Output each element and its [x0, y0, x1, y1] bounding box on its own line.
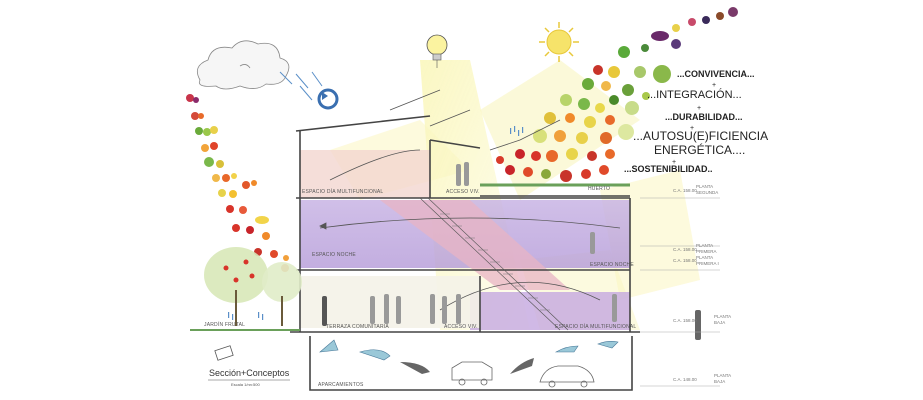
label-upper-garden: HUERTO [588, 186, 610, 192]
label-low-terrace: TERRAZA COMUNITARIA [326, 324, 389, 330]
level-2-ca: C.A. 158.00 [673, 247, 697, 252]
label-mid-left: ESPACIO NOCHE [312, 252, 356, 258]
level-4-ca: C.A. 158.00 [673, 318, 697, 323]
concept-autosuficiencia: ...AUTOSU(E)FICIENCIA [633, 129, 768, 143]
orchard-trees [190, 247, 302, 331]
concept-durabilidad: ...DURABILIDAD... [665, 112, 743, 122]
level-markers [640, 197, 720, 387]
label-upper-living: ESPACIO DÍA MULTIFUNCIONAL [302, 188, 383, 195]
building-structure [290, 115, 640, 391]
level-1-name: PLANTA [696, 184, 713, 189]
label-orchard: JARDÍN FRUTAL [204, 321, 245, 328]
page-title: Sección+Conceptos [209, 368, 290, 378]
label-upper-access: ACCESO VIV. [446, 189, 480, 195]
level-1-ca: C.A. 158.00 [673, 188, 697, 193]
level-3-name: PLANTA [696, 255, 713, 260]
concept-sostenibilidad: ...SOSTENIBILIDAD.. [624, 164, 713, 174]
recycle-icon [317, 88, 339, 110]
level-5-ca: C.A. 148.00 [673, 377, 697, 382]
concept-integracion: ...INTEGRACIÓN... [647, 88, 742, 101]
plus-3: + [690, 125, 694, 132]
scale-label: Escala 1/nn:500 [231, 382, 260, 387]
interior-volumes [300, 150, 630, 330]
level-5-name2: BAJA [714, 379, 725, 384]
cloud-icon [196, 40, 290, 90]
plus-1: + [712, 82, 716, 89]
label-low-access: ACCESO VIV. [444, 324, 478, 330]
sun-icon [539, 22, 579, 62]
label-low-living: ESPACIO DÍA MULTIFUNCIONAL [555, 323, 636, 330]
stairs [419, 197, 569, 331]
fruit-cluster-left [186, 94, 289, 272]
parking-arrows [319, 339, 619, 374]
level-2-name2: PRIMERA [696, 249, 717, 254]
level-3-ca: C.A. 158.00 [673, 258, 697, 263]
rain-arrows [279, 71, 323, 101]
concept-energetica: ENERGÉTICA.... [654, 142, 745, 157]
level-2-name: PLANTA [696, 243, 713, 248]
level-4-name2: BAJA [714, 320, 725, 325]
plus-2: + [697, 105, 701, 112]
label-parking: APARCAMIENTOS [318, 382, 364, 388]
car-icons [451, 361, 595, 388]
level-1-name2: SEGUNDA [696, 190, 718, 195]
plus-4: + [672, 159, 676, 166]
label-mid-right: ESPACIO NOCHE [590, 262, 634, 268]
people-silhouettes [322, 162, 701, 340]
title-block [208, 345, 290, 381]
lightbulb-icon [426, 34, 448, 68]
level-5-name: PLANTA [714, 373, 731, 378]
level-4-name: PLANTA [714, 314, 731, 319]
level-3-name2: PRIMERA I [696, 261, 719, 266]
water-drops [228, 126, 524, 320]
vegetable-cluster-right [496, 7, 738, 182]
concept-convivencia: ...CONVIVENCIA... [677, 69, 755, 79]
